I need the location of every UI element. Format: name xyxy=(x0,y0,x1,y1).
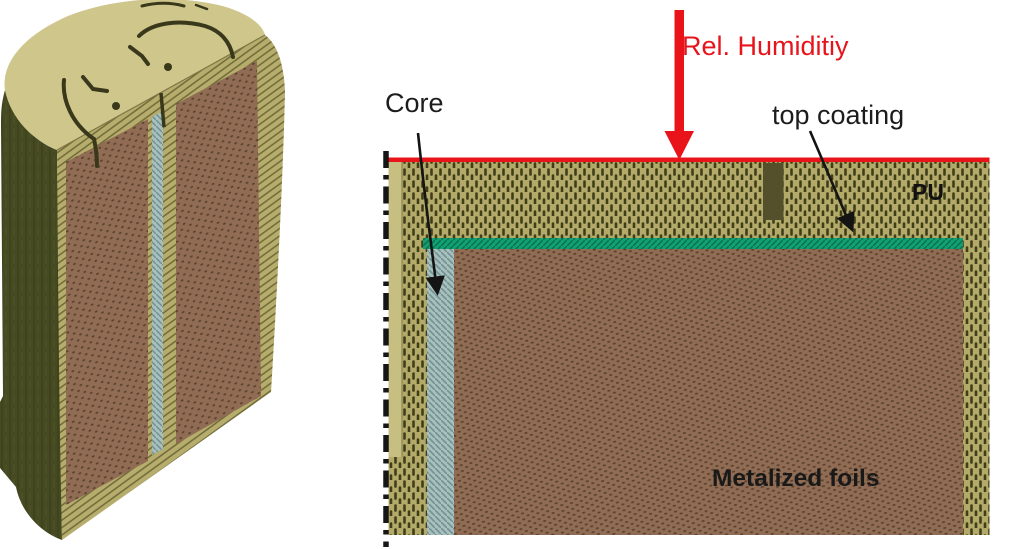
core-strip-3d xyxy=(152,111,163,455)
top-coating-arrow xyxy=(808,130,855,233)
foil-panel-left xyxy=(66,119,148,505)
groove-dot-left xyxy=(112,102,120,110)
pu-label: PU xyxy=(912,179,944,205)
top-face-vent-grooves xyxy=(61,1,235,168)
core-strip xyxy=(427,249,454,535)
cross-section-diagram: Core Rel. Humiditiy top coating PU Metal… xyxy=(375,0,1024,549)
foil-panel-right xyxy=(176,61,261,444)
metalized-foils-region xyxy=(454,249,963,535)
cylinder-outer-shell xyxy=(0,90,62,540)
groove-dot-right xyxy=(164,63,172,71)
pu-axis-strip xyxy=(388,160,402,457)
surface-red-line xyxy=(388,157,990,162)
top-coating-label: top coating xyxy=(772,100,905,130)
cylinder-3d-view xyxy=(0,0,285,540)
humidity-arrow xyxy=(664,10,694,160)
pu-vent-rect xyxy=(763,163,784,220)
cross-section-svg xyxy=(383,10,990,547)
top-coating-band xyxy=(423,238,963,249)
humidity-label: Rel. Humiditiy xyxy=(682,31,849,61)
metalized-foils-label: Metalized foils xyxy=(712,465,880,492)
core-label: Core xyxy=(385,88,444,118)
core-top-slit xyxy=(159,92,166,128)
core-arrow xyxy=(416,132,445,296)
